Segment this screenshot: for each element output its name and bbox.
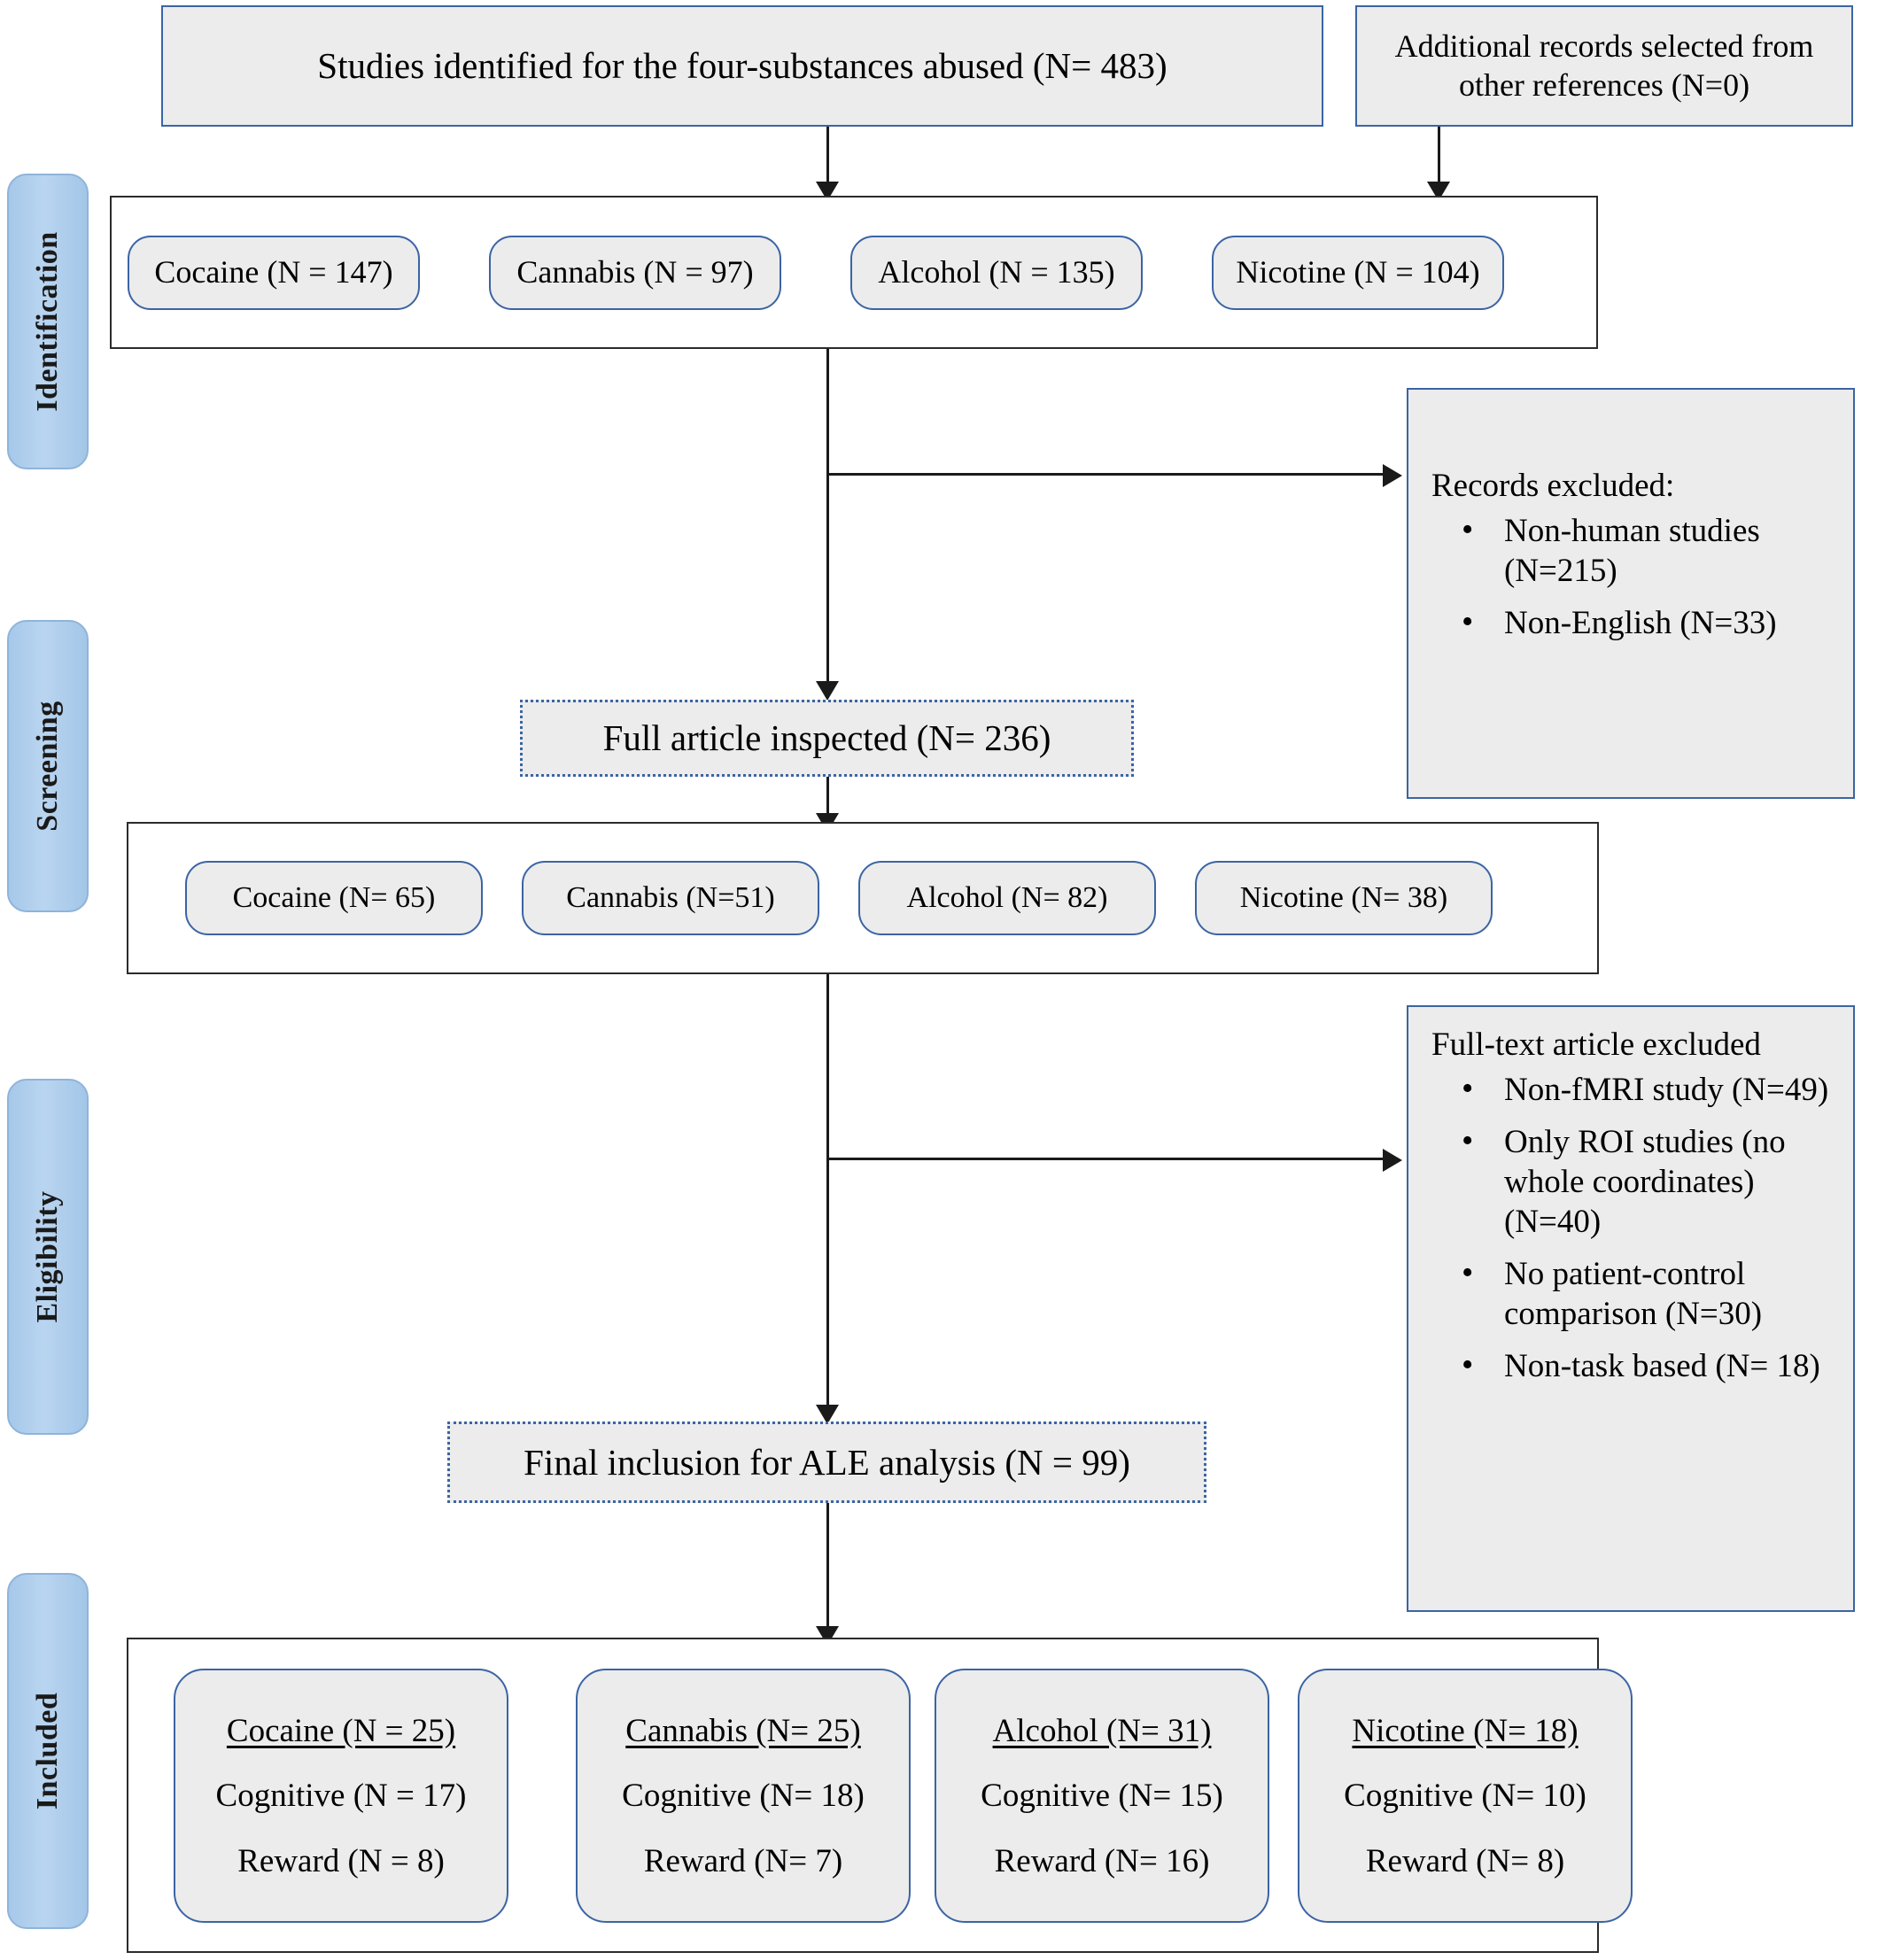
included-card-nicotine-reward: Reward (N= 8) bbox=[1365, 1842, 1565, 1879]
screening-chip-cocaine: Cocaine (N= 65) bbox=[185, 861, 483, 935]
studies-identified-text: Studies identified for the four-substanc… bbox=[317, 45, 1167, 87]
connector-to-fulltext-excluded bbox=[826, 1158, 1385, 1160]
screening-chip-alcohol-label: Alcohol (N= 82) bbox=[906, 881, 1108, 915]
full-article-inspected-box: Full article inspected (N= 236) bbox=[520, 700, 1134, 777]
connector-to-records-excluded bbox=[826, 473, 1385, 476]
screening-chip-nicotine-label: Nicotine (N= 38) bbox=[1239, 881, 1448, 915]
included-card-nicotine-title: Nicotine (N= 18) bbox=[1352, 1712, 1579, 1749]
identification-chip-nicotine: Nicotine (N = 104) bbox=[1212, 236, 1504, 310]
included-card-nicotine: Nicotine (N= 18) Cognitive (N= 10) Rewar… bbox=[1298, 1669, 1633, 1923]
identification-chip-cannabis: Cannabis (N = 97) bbox=[489, 236, 781, 310]
fulltext-excluded-item: Non-task based (N= 18) bbox=[1462, 1344, 1853, 1386]
fulltext-excluded-box: Full-text article excluded Non-fMRI stud… bbox=[1407, 1005, 1855, 1612]
identification-chip-nicotine-label: Nicotine (N = 104) bbox=[1236, 254, 1480, 291]
identification-chip-cannabis-label: Cannabis (N = 97) bbox=[516, 254, 754, 291]
included-card-cannabis-cognitive: Cognitive (N= 18) bbox=[622, 1778, 865, 1814]
stage-tab-screening: Screening bbox=[7, 620, 89, 912]
included-card-cannabis: Cannabis (N= 25) Cognitive (N= 18) Rewar… bbox=[576, 1669, 911, 1923]
identification-chip-alcohol: Alcohol (N = 135) bbox=[850, 236, 1143, 310]
connector-final-inclusion-to-included bbox=[826, 1503, 829, 1636]
fulltext-excluded-item: Only ROI studies (no whole coordinates) … bbox=[1462, 1120, 1853, 1242]
stage-tab-included-label: Included bbox=[31, 1692, 64, 1810]
fulltext-excluded-item: Non-fMRI study (N=49) bbox=[1462, 1068, 1853, 1110]
included-card-nicotine-cognitive: Cognitive (N= 10) bbox=[1344, 1778, 1586, 1814]
arrowhead-screening-to-final-inclusion bbox=[816, 1405, 839, 1424]
records-excluded-list: Non-human studies (N=215) Non-English (N… bbox=[1408, 509, 1853, 643]
stage-tab-eligibility-label: Eligibility bbox=[31, 1190, 64, 1323]
connector-identification-to-full-article bbox=[826, 349, 829, 694]
included-card-cannabis-reward: Reward (N= 7) bbox=[643, 1842, 843, 1879]
included-card-cocaine-cognitive: Cognitive (N = 17) bbox=[215, 1778, 467, 1814]
screening-chip-alcohol: Alcohol (N= 82) bbox=[858, 861, 1156, 935]
connector-additional-to-identification bbox=[1438, 127, 1440, 193]
screening-chip-nicotine: Nicotine (N= 38) bbox=[1195, 861, 1493, 935]
included-card-alcohol-title: Alcohol (N= 31) bbox=[992, 1712, 1212, 1749]
screening-chip-cocaine-label: Cocaine (N= 65) bbox=[232, 881, 436, 915]
identification-chip-alcohol-label: Alcohol (N = 135) bbox=[878, 254, 1115, 291]
records-excluded-heading: Records excluded: bbox=[1431, 468, 1675, 504]
records-excluded-item: Non-English (N=33) bbox=[1462, 601, 1853, 643]
additional-records-box: Additional records selected from other r… bbox=[1355, 5, 1853, 127]
included-card-cocaine: Cocaine (N = 25) Cognitive (N = 17) Rewa… bbox=[174, 1669, 508, 1923]
identification-chip-cocaine-label: Cocaine (N = 147) bbox=[154, 254, 393, 291]
final-inclusion-box: Final inclusion for ALE analysis (N = 99… bbox=[447, 1422, 1206, 1503]
connector-full-article-to-screening bbox=[826, 777, 829, 823]
included-card-alcohol: Alcohol (N= 31) Cognitive (N= 15) Reward… bbox=[935, 1669, 1269, 1923]
included-card-alcohol-reward: Reward (N= 16) bbox=[994, 1842, 1210, 1879]
arrowhead-to-records-excluded bbox=[1383, 464, 1402, 487]
fulltext-excluded-heading: Full-text article excluded bbox=[1431, 1026, 1761, 1063]
stage-tab-eligibility: Eligibility bbox=[7, 1079, 89, 1435]
included-card-cocaine-reward: Reward (N = 8) bbox=[237, 1842, 445, 1879]
included-card-cannabis-title: Cannabis (N= 25) bbox=[625, 1712, 861, 1749]
records-excluded-item: Non-human studies (N=215) bbox=[1462, 509, 1853, 591]
included-card-cocaine-title: Cocaine (N = 25) bbox=[226, 1712, 456, 1749]
identification-chip-cocaine: Cocaine (N = 147) bbox=[128, 236, 420, 310]
included-card-alcohol-cognitive: Cognitive (N= 15) bbox=[981, 1778, 1223, 1814]
stage-tab-screening-label: Screening bbox=[31, 701, 64, 832]
arrowhead-to-fulltext-excluded bbox=[1383, 1149, 1402, 1172]
stage-tab-identification: Identification bbox=[7, 174, 89, 469]
fulltext-excluded-list: Non-fMRI study (N=49) Only ROI studies (… bbox=[1408, 1068, 1853, 1387]
records-excluded-box: Records excluded: Non-human studies (N=2… bbox=[1407, 388, 1855, 799]
connector-source-to-identification bbox=[826, 127, 829, 193]
full-article-inspected-text: Full article inspected (N= 236) bbox=[602, 717, 1051, 759]
stage-tab-identification-label: Identification bbox=[31, 231, 64, 412]
fulltext-excluded-item: No patient-control comparison (N=30) bbox=[1462, 1252, 1853, 1334]
additional-records-text: Additional records selected from other r… bbox=[1394, 27, 1814, 103]
studies-identified-box: Studies identified for the four-substanc… bbox=[161, 5, 1323, 127]
final-inclusion-text: Final inclusion for ALE analysis (N = 99… bbox=[524, 1441, 1130, 1483]
screening-chip-cannabis-label: Cannabis (N=51) bbox=[566, 881, 775, 915]
connector-screening-to-final-inclusion bbox=[826, 974, 829, 1417]
arrowhead-identification-to-full-article bbox=[816, 681, 839, 701]
stage-tab-included: Included bbox=[7, 1573, 89, 1929]
screening-chip-cannabis: Cannabis (N=51) bbox=[522, 861, 819, 935]
